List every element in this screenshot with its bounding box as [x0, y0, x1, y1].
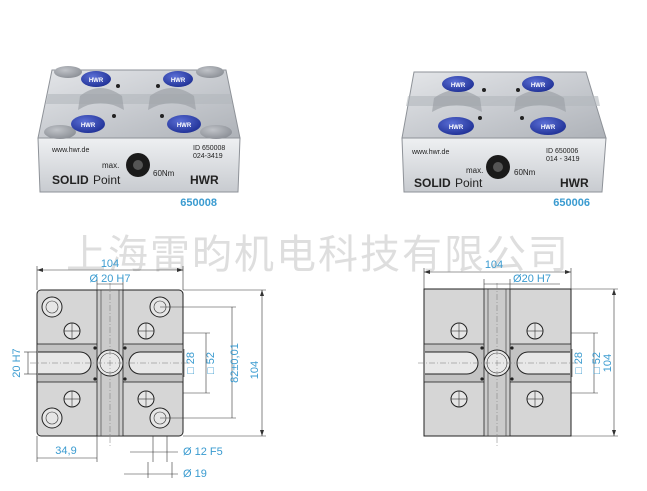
svg-text:HWR: HWR — [451, 83, 466, 89]
product-code: 650008 — [180, 197, 217, 209]
knob-icon — [486, 155, 510, 179]
brand-solid: SOLID — [414, 176, 451, 190]
watermark: 上海雷昀机电科技有限公司 — [66, 232, 570, 278]
dim-pin: Ø 12 F5 — [183, 446, 223, 458]
knob-icon — [126, 153, 150, 177]
brand-point: Point — [93, 173, 121, 187]
product-code: 650006 — [553, 197, 590, 209]
product-url: www.hwr.de — [51, 147, 89, 154]
pin-icon — [41, 296, 63, 318]
svg-text:HWR: HWR — [81, 123, 96, 129]
release-button-icon: HWR — [442, 76, 474, 92]
release-button-icon: HWR — [71, 115, 105, 133]
dim-height: 104 — [602, 354, 614, 372]
product-serial: 024-3419 — [193, 153, 223, 160]
dim-offset: 34,9 — [55, 445, 76, 457]
release-button-icon: HWR — [163, 71, 193, 87]
svg-text:HWR: HWR — [171, 78, 186, 84]
product-id: ID 650008 — [193, 145, 225, 152]
brand-logo: HWR — [560, 176, 589, 190]
corner-button-icon — [54, 66, 82, 78]
corner-button-icon — [196, 66, 224, 78]
svg-text:HWR: HWR — [541, 125, 556, 131]
torque-prefix: max. — [102, 161, 119, 170]
pin-icon — [41, 407, 63, 429]
product-id: ID 650006 — [546, 148, 578, 155]
product-photo-650006: HWR HWR HWR HWR www.hwr.de ID 650006 014… — [401, 71, 607, 209]
dim-bore: Ø20 H7 — [513, 273, 551, 285]
torque-value: 60Nm — [514, 168, 536, 177]
product-url: www.hwr.de — [411, 149, 449, 156]
torque-prefix: max. — [466, 166, 483, 175]
drawing-left: 104 Ø 20 H7 20 H7 □ 28 □ 52 82±0,01 104 … — [11, 258, 266, 480]
dim-head: Ø 19 — [183, 468, 207, 480]
release-button-icon: HWR — [167, 115, 201, 133]
svg-text:HWR: HWR — [89, 78, 104, 84]
dim-square-52: □ 52 — [591, 352, 603, 374]
release-button-icon: HWR — [81, 71, 111, 87]
product-photo-650008: HWR HWR HWR HWR www.hwr.de ID 650008 024… — [37, 66, 241, 209]
dim-bore: Ø 20 H7 — [90, 273, 131, 285]
dim-width: 104 — [101, 258, 119, 270]
svg-text:HWR: HWR — [177, 123, 192, 129]
drawing-right: 104 Ø20 H7 □ 28 □ 52 104 — [418, 259, 618, 446]
release-button-icon: HWR — [438, 117, 474, 135]
svg-text:HWR: HWR — [531, 83, 546, 89]
dim-square-28: □ 28 — [185, 352, 197, 374]
release-button-icon: HWR — [522, 76, 554, 92]
dim-pitch: 82±0,01 — [229, 343, 241, 383]
corner-button-icon — [200, 125, 232, 139]
dim-square-28: □ 28 — [573, 352, 585, 374]
product-serial: 014 - 3419 — [546, 156, 580, 163]
brand-point: Point — [455, 176, 483, 190]
brand-logo: HWR — [190, 173, 219, 187]
dim-slot: 20 H7 — [11, 348, 23, 377]
svg-text:HWR: HWR — [449, 125, 464, 131]
torque-value: 60Nm — [153, 169, 175, 178]
release-button-icon: HWR — [530, 117, 566, 135]
dim-height: 104 — [249, 361, 261, 379]
dim-square-52: □ 52 — [205, 352, 217, 374]
dim-width: 104 — [485, 259, 503, 271]
corner-button-icon — [44, 125, 76, 139]
brand-solid: SOLID — [52, 173, 89, 187]
